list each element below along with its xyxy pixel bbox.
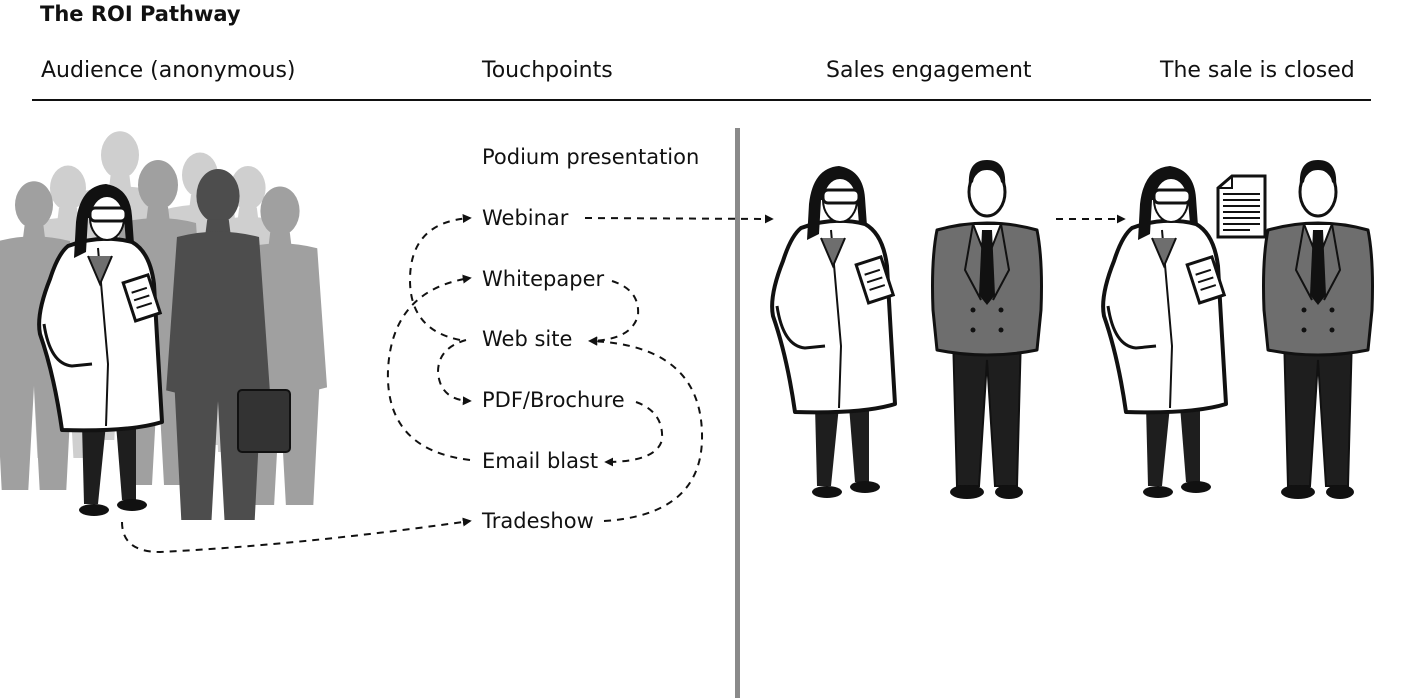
touchpoint-website: Web site [482, 327, 573, 351]
path-whitepaper-to-website [588, 280, 640, 346]
touchpoint-pdf-brochure: PDF/Brochure [482, 388, 625, 412]
path-audience-to-tradeshow [121, 517, 472, 554]
diagram-title: The ROI Pathway [40, 2, 241, 26]
touchpoint-tradeshow: Tradeshow [482, 509, 594, 533]
scientist-figure [770, 164, 897, 500]
touchpoint-email-blast: Email blast [482, 449, 599, 473]
path-website-to-pdf [436, 339, 472, 406]
document-icon [1216, 174, 1267, 239]
path-emailblast-to-whitepaper [386, 274, 472, 461]
crowd-silhouette [0, 131, 328, 520]
header-rule [32, 99, 1371, 101]
path-tradeshow-to-website [588, 336, 704, 522]
path-webinar-to-sales [584, 214, 774, 224]
column-header-touchpoints: Touchpoints [482, 58, 613, 83]
stage-divider [735, 128, 740, 698]
path-pdf-to-emailblast [604, 401, 664, 467]
column-header-sales: Sales engagement [826, 58, 1032, 83]
scientist-figure [1101, 164, 1228, 500]
touchpoint-podium: Podium presentation [482, 145, 700, 169]
path-website-to-webinar [408, 213, 472, 341]
businessman-figure [931, 158, 1043, 501]
touchpoint-webinar: Webinar [482, 206, 569, 230]
column-header-closed: The sale is closed [1160, 58, 1355, 83]
column-header-audience: Audience (anonymous) [41, 58, 296, 83]
businessman-figure [1262, 158, 1374, 501]
briefcase-icon [237, 389, 291, 453]
touchpoint-whitepaper: Whitepaper [482, 267, 605, 291]
